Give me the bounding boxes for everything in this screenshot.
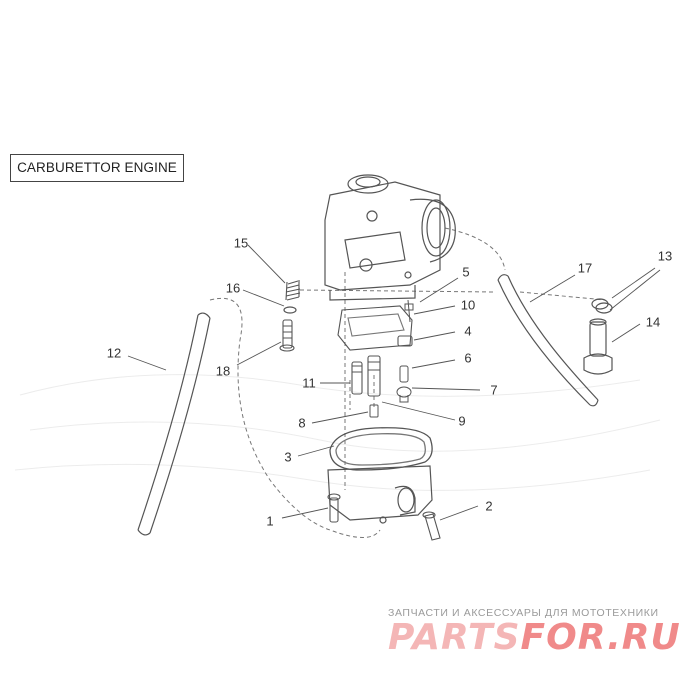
gasket-3 <box>329 427 433 471</box>
callout-17: 17 <box>577 260 593 276</box>
callout-4: 4 <box>464 323 472 339</box>
callout-16: 16 <box>225 280 241 296</box>
o-rings-13 <box>591 298 613 314</box>
callout-1: 1 <box>266 513 274 529</box>
watermark-logo: PARTSFOR.RU <box>388 618 681 658</box>
assembly-dashed-lines <box>209 227 606 538</box>
callout-2: 2 <box>485 498 493 514</box>
top-plate <box>337 305 413 351</box>
screw-1 <box>327 493 341 523</box>
callout-5: 5 <box>462 264 470 280</box>
callout-15: 15 <box>233 235 249 251</box>
carburettor-body <box>324 174 456 301</box>
callout-6: 6 <box>464 350 472 366</box>
choke-14 <box>583 318 613 375</box>
screw-2 <box>422 511 441 541</box>
logo-part-2: FOR.RU <box>520 617 681 658</box>
callout-14: 14 <box>645 314 661 330</box>
background-texture <box>14 374 661 491</box>
callout-10: 10 <box>460 297 476 313</box>
diagram-title: CARBURETTOR ENGINE <box>10 154 184 182</box>
callout-12: 12 <box>106 345 122 361</box>
hose-17 <box>497 274 599 407</box>
callout-13: 13 <box>657 248 673 264</box>
callout-3: 3 <box>284 449 292 465</box>
spring-15 <box>285 280 301 301</box>
o-ring-16 <box>283 306 297 314</box>
leader-lines <box>127 244 661 521</box>
callout-9: 9 <box>458 413 466 429</box>
callout-18: 18 <box>215 363 231 379</box>
callout-8: 8 <box>298 415 306 431</box>
watermark-tagline: ЗАПЧАСТИ И АКСЕССУАРЫ ДЛЯ МОТОТЕХНИКИ <box>388 607 659 619</box>
screw-18 <box>279 319 295 352</box>
callout-7: 7 <box>490 382 498 398</box>
screws-6-7 <box>396 365 412 403</box>
hose-12 <box>137 312 211 536</box>
jets-11 <box>351 355 381 397</box>
jet-8 <box>369 404 379 418</box>
needle-5 <box>404 299 414 323</box>
float-bowl <box>327 465 433 524</box>
callout-11: 11 <box>302 375 316 391</box>
logo-part-1: PARTS <box>388 617 521 658</box>
